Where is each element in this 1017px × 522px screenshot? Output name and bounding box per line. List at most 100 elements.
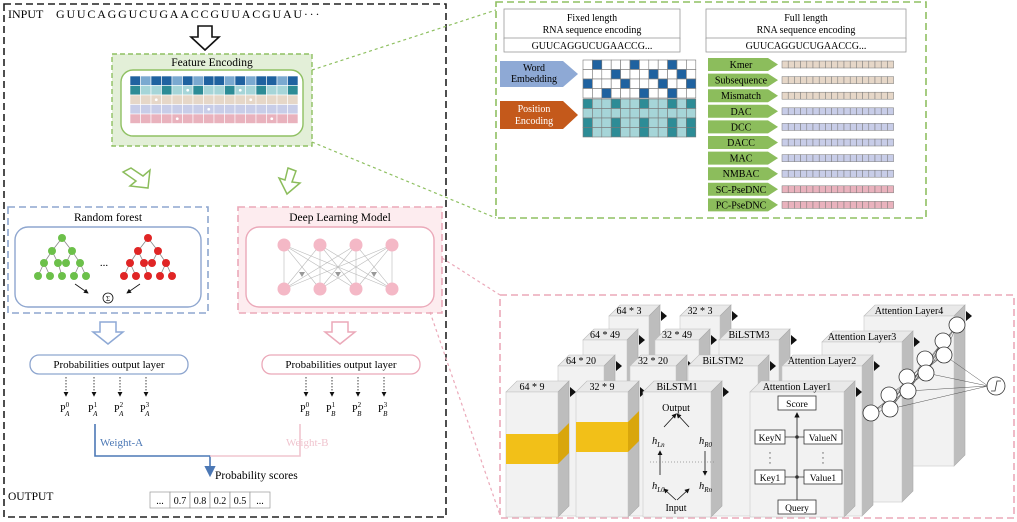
position-cell (686, 117, 697, 128)
block-label: 32 * 3 (688, 306, 713, 317)
embedding-cell (592, 59, 603, 70)
feature-matrix (129, 75, 299, 124)
position-cell (629, 108, 640, 119)
key1-junction (795, 475, 799, 479)
key-dots-3: · (769, 458, 772, 468)
feature-strip-cell (781, 169, 789, 178)
keyn-label: KeyN (759, 434, 782, 444)
rf-dots: ... (100, 257, 109, 269)
embedding-cell (620, 69, 631, 80)
rf-arrow-right (126, 283, 141, 294)
full-title-1: Full length (784, 13, 828, 24)
feature-strip-cell (825, 60, 832, 69)
block-label: 64 * 20 (566, 356, 596, 367)
position-cell (648, 127, 659, 138)
feature-label: DCC (731, 122, 752, 133)
matrix-cell (266, 104, 278, 115)
embedding-cell (582, 69, 593, 80)
feature-strip-cell (818, 185, 826, 194)
matrix-cell (224, 104, 236, 115)
position-cell (676, 117, 687, 128)
feature-label: Subsequence (715, 76, 768, 87)
rf-arrow-left (74, 283, 89, 294)
tree-node (134, 247, 142, 255)
full-sequence-box (705, 37, 907, 53)
feature-strip-cell (794, 60, 801, 69)
feature-strip-cell (800, 123, 808, 131)
output-value: 0.8 (194, 496, 207, 507)
feature-strip-cell (862, 107, 870, 116)
deep-learning-network (277, 238, 399, 296)
down-arrow-icon (188, 25, 222, 52)
matrix-cell (171, 85, 183, 96)
tree-node (162, 259, 170, 267)
fixed-sequence: GUUCAGGUCUGAACCG... (532, 41, 653, 52)
position-cell (686, 98, 697, 109)
block-label: 64 * 9 (520, 382, 545, 393)
feature-strip-cell (856, 154, 863, 162)
feature-strip-cell (868, 107, 876, 116)
matrix-dot (154, 98, 158, 102)
feature-strip-cell (818, 76, 826, 84)
feature-strip-cell (781, 76, 789, 84)
lstm-output-label: Output (662, 403, 690, 414)
position-cell (601, 127, 612, 138)
feature-strip-cell (849, 107, 857, 116)
matrix-cell (266, 94, 278, 105)
feature-strip-cell (862, 169, 870, 178)
nn-node (935, 346, 953, 364)
matrix-cell (182, 104, 194, 115)
nn-node (934, 332, 952, 350)
feature-label: MAC (730, 154, 753, 165)
feature-strip-cell (843, 91, 851, 100)
key-dots-1: · (769, 448, 772, 458)
feature-strip-cell (800, 169, 808, 178)
feature-arrow (708, 136, 778, 149)
matrix-cell (161, 104, 173, 115)
feature-strip-cell (794, 91, 801, 100)
matrix-cell (234, 75, 246, 86)
feature-strip-cell (837, 76, 845, 84)
feature-strip-cell (825, 107, 832, 116)
dl-connector-bottom (429, 311, 501, 516)
matrix-cell (140, 75, 152, 86)
matrix-cell (171, 104, 183, 115)
blue-down-arrow-icon (90, 321, 126, 345)
block-band (576, 422, 628, 452)
matrix-cell (161, 94, 173, 105)
tree-node (82, 272, 90, 280)
feature-strip-cell (887, 76, 894, 84)
matrix-dot (249, 98, 253, 102)
block-label: 64 * 3 (617, 306, 642, 317)
tree-node (126, 259, 134, 267)
score-box (777, 395, 817, 411)
matrix-cell (192, 104, 204, 115)
tree-node (58, 272, 66, 280)
feature-strip-cell (874, 169, 882, 178)
matrix-cell (255, 94, 267, 105)
tree-node (144, 234, 152, 242)
matrix-cell (287, 94, 299, 105)
feature-strip-cell (837, 107, 845, 116)
feature-strip-cell (818, 169, 826, 178)
position-cell (648, 117, 659, 128)
feature-strip-cell (812, 201, 820, 209)
feature-strip-cell (818, 201, 826, 209)
feature-strip-cell (837, 201, 845, 209)
matrix-cell (276, 75, 288, 86)
embedding-cell (648, 88, 659, 99)
matrix-cell (213, 85, 225, 96)
tree-node (46, 272, 54, 280)
position-cell (592, 98, 603, 109)
block-band (506, 434, 558, 464)
matrix-cell (129, 94, 141, 105)
nn-node (899, 382, 917, 400)
green-arrow-icon-right (277, 167, 302, 196)
feature-strip-cell (856, 185, 863, 194)
tree-node (48, 247, 56, 255)
matrix-dot (186, 88, 190, 92)
feature-strip-cell (794, 154, 801, 162)
